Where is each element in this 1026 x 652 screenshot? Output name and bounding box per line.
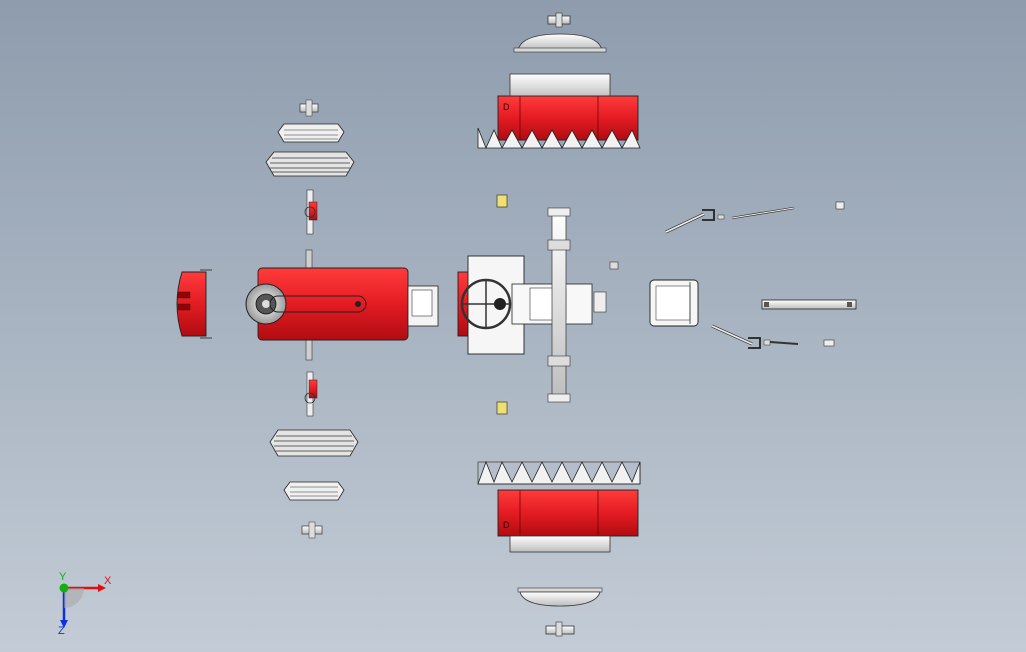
y-axis-label: Y [59,571,67,583]
pulley-stack-top[interactable] [265,99,355,235]
svg-text:D: D [503,520,510,530]
z-axis-head [60,620,68,628]
bracket-bottom[interactable] [496,401,508,415]
bracket-top[interactable] [496,194,508,208]
x-axis-label: X [104,575,112,587]
seat[interactable] [649,279,699,327]
rear-wheel-top[interactable]: D [477,12,641,150]
linkage-arm-top[interactable] [665,201,845,234]
axis-triad: X Y Z [58,571,112,637]
small-nut[interactable] [609,261,619,270]
x-axis-head [98,584,106,592]
rear-wheel-bottom[interactable]: D [477,460,641,637]
engine-hood[interactable] [245,249,439,361]
drawbar[interactable] [761,299,857,310]
linkage-arm-bottom[interactable] [711,324,835,349]
pulley-stack-bottom[interactable] [269,371,359,539]
front-grille[interactable] [176,269,212,339]
cab-chassis[interactable] [457,207,607,403]
svg-text:D: D [503,102,510,112]
y-axis-dot [59,583,69,593]
z-axis-label: Z [58,625,65,637]
